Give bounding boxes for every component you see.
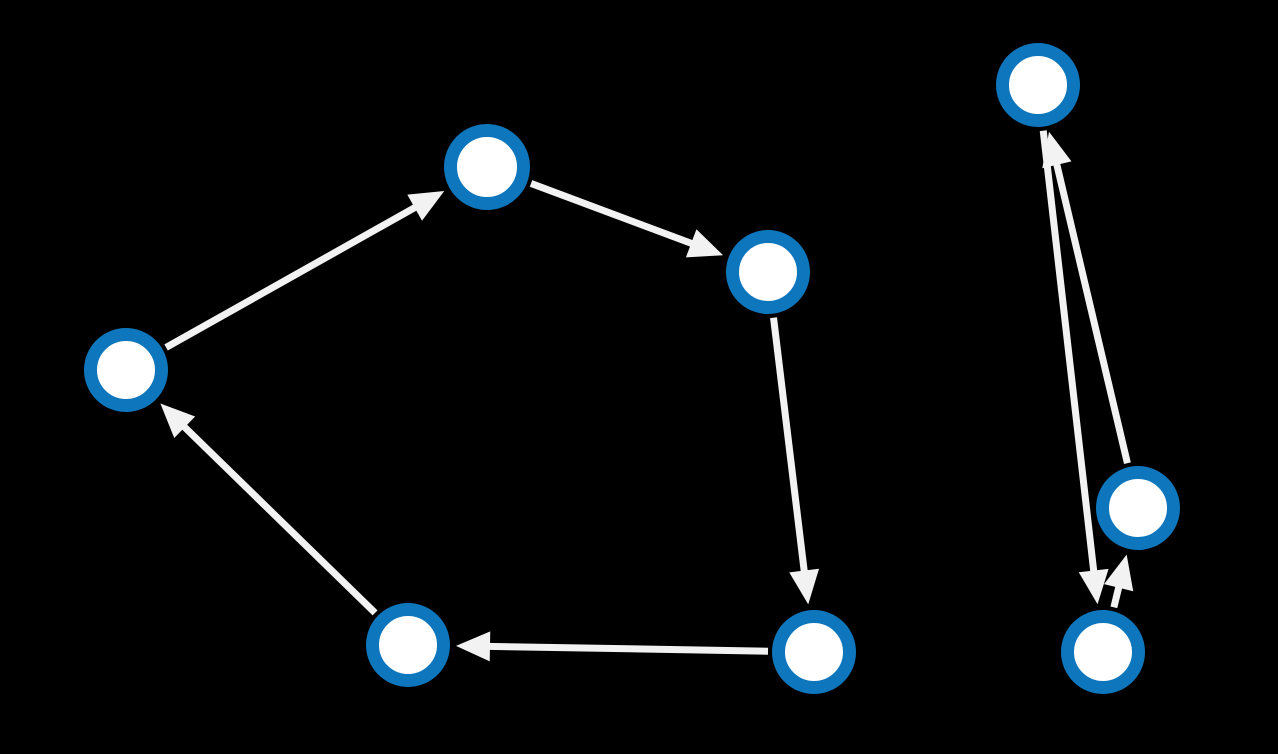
arrowhead-icon	[455, 631, 491, 662]
arrowhead-icon	[1104, 554, 1134, 592]
arrowhead-icon	[789, 568, 820, 605]
graph-node[interactable]	[366, 603, 450, 687]
graph-node[interactable]	[996, 43, 1080, 127]
graph-node[interactable]	[726, 230, 810, 314]
edges-layer	[160, 130, 1134, 662]
node-fill	[1002, 49, 1074, 121]
graph-edge[interactable]	[1042, 131, 1131, 465]
node-ring	[1096, 466, 1180, 550]
node-fill	[372, 609, 444, 681]
edge-line	[1039, 130, 1098, 573]
graph-node[interactable]	[1096, 466, 1180, 550]
node-ring	[726, 230, 810, 314]
edge-line	[164, 203, 419, 351]
graph-node[interactable]	[444, 124, 530, 210]
edge-line	[180, 423, 378, 616]
graph-node[interactable]	[1061, 610, 1145, 694]
node-ring	[366, 603, 450, 687]
node-fill	[1102, 472, 1174, 544]
node-fill	[90, 334, 162, 406]
node-ring	[444, 124, 530, 210]
graph-edge[interactable]	[164, 191, 445, 351]
arrowhead-icon	[685, 229, 724, 258]
node-ring	[772, 610, 856, 694]
node-fill	[1067, 616, 1139, 688]
arrowhead-icon	[1042, 131, 1072, 169]
edge-line	[529, 180, 695, 248]
node-ring	[84, 328, 168, 412]
graph-edge[interactable]	[455, 631, 769, 662]
node-ring	[1061, 610, 1145, 694]
arrowhead-icon	[1078, 568, 1109, 605]
graph-node[interactable]	[84, 328, 168, 412]
edge-line	[770, 317, 808, 574]
graph-edge[interactable]	[529, 180, 724, 258]
nodes-layer	[84, 43, 1180, 694]
node-fill	[778, 616, 850, 688]
graph-edge[interactable]	[1104, 554, 1134, 609]
graph-edge[interactable]	[160, 403, 378, 616]
node-fill	[732, 236, 804, 308]
edge-line	[487, 642, 769, 655]
arrowhead-icon	[160, 403, 196, 438]
graph-node[interactable]	[772, 610, 856, 694]
node-fill	[450, 130, 524, 204]
edge-line	[1052, 162, 1131, 465]
graph-edge[interactable]	[1039, 130, 1109, 605]
node-ring	[996, 43, 1080, 127]
arrowhead-icon	[407, 191, 445, 221]
edge-line	[1110, 584, 1123, 609]
graph-edge[interactable]	[770, 317, 820, 605]
